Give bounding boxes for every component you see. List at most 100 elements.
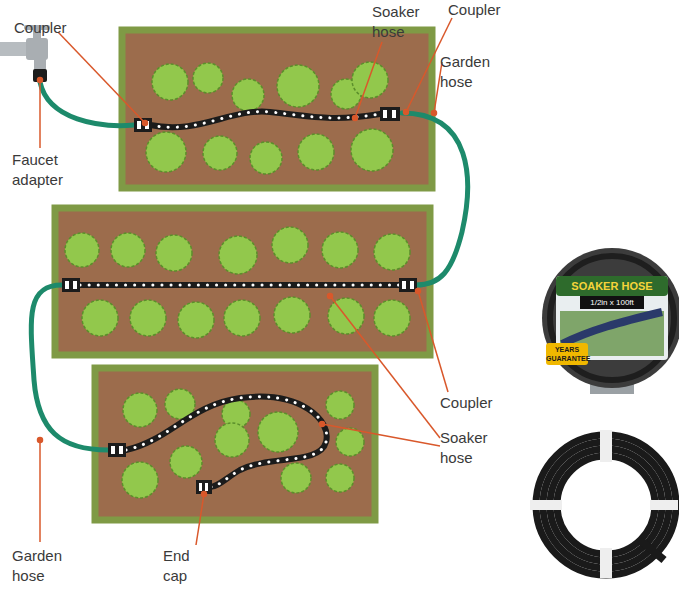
plant: [193, 63, 223, 93]
coiled-hose-photo: [530, 430, 678, 578]
leader-dot: [320, 422, 325, 427]
leader-line: [418, 291, 448, 392]
coupler: [380, 107, 400, 121]
plant: [374, 234, 410, 270]
plant: [326, 464, 354, 492]
plant: [281, 463, 311, 493]
plant: [203, 136, 237, 170]
coupler: [399, 278, 417, 292]
coil-tie: [600, 430, 612, 462]
garden-beds: [55, 30, 432, 520]
soaker-hose: [80, 282, 400, 288]
plant: [65, 233, 99, 267]
plant: [123, 393, 157, 427]
plant: [250, 142, 282, 174]
plant: [170, 446, 202, 478]
soaker-hose: [150, 112, 380, 128]
plant: [130, 300, 166, 336]
plant: [277, 65, 319, 107]
label-strip: [580, 296, 644, 309]
callout-label: End cap: [163, 546, 213, 586]
plant: [272, 227, 308, 263]
couplers: [62, 107, 417, 494]
coil-tie: [650, 500, 678, 510]
product-label-text: SOAKER HOSE: [556, 280, 668, 293]
callout-label: Faucet adapter: [12, 150, 82, 190]
garden-hose: [40, 82, 134, 126]
plant: [258, 412, 298, 452]
plant: [326, 391, 354, 419]
garden-bed: [55, 208, 430, 355]
leader-dot: [38, 438, 43, 443]
plant: [322, 232, 358, 268]
garden-hose: [31, 285, 108, 450]
leader-dot: [328, 294, 333, 299]
plant: [224, 300, 260, 336]
plant: [111, 233, 145, 267]
leader-line: [58, 32, 145, 123]
garden-bed: [95, 368, 375, 520]
callout-label: Coupler: [440, 393, 510, 413]
leader-dot: [143, 121, 148, 126]
plant: [178, 302, 214, 338]
plant: [152, 64, 188, 100]
callout-label: Coupler: [14, 18, 84, 38]
plant: [274, 297, 310, 333]
plant: [215, 423, 249, 457]
coil-tie: [600, 548, 612, 578]
leader-line: [39, 440, 41, 542]
label-banner: [556, 276, 668, 296]
plant: [156, 235, 192, 271]
leader-dot: [38, 78, 43, 83]
leader-dot: [353, 116, 358, 121]
leader-line: [196, 494, 204, 545]
plant: [351, 129, 393, 171]
hose-reel-photo: [542, 248, 679, 394]
plant: [374, 300, 410, 336]
guarantee-badge: [546, 343, 588, 365]
coil-tie: [530, 500, 562, 510]
plant: [146, 132, 186, 172]
callout-label: Garden hose: [12, 546, 72, 586]
pipe: [0, 42, 30, 56]
plant: [298, 134, 334, 170]
soaker-holes: [150, 112, 380, 128]
plant: [219, 236, 257, 274]
plant: [352, 62, 388, 98]
product-label-text: 1/2in x 100ft: [580, 297, 644, 308]
soaker-holes: [126, 397, 327, 487]
leader-lines: [38, 18, 453, 545]
leader-dot: [202, 492, 207, 497]
garden-hose: [402, 113, 468, 285]
leader-dot: [416, 289, 421, 294]
label-hose: [562, 312, 662, 344]
plant: [122, 462, 158, 498]
soaker-hose: [126, 397, 327, 487]
callout-label: Coupler: [448, 0, 518, 20]
plant: [336, 428, 364, 456]
leader-line: [355, 42, 382, 118]
coupler: [62, 278, 80, 292]
faucet-body: [26, 38, 48, 60]
hose-coil: [557, 456, 655, 554]
garden-bed: [122, 30, 432, 188]
leader-line: [322, 424, 440, 446]
faucet-spout: [34, 58, 46, 70]
callout-label: Soaker hose: [372, 2, 422, 42]
reel: [542, 248, 679, 388]
leader-dot: [404, 110, 409, 115]
leader-line: [39, 80, 41, 148]
coupler: [108, 443, 126, 457]
soaker-hoses: [80, 112, 400, 487]
hose-end: [640, 540, 664, 560]
callout-label: Garden hose: [440, 52, 500, 92]
product-label-text: YEARS GUARANTEE: [546, 345, 588, 363]
leader-dot: [432, 111, 437, 116]
callout-label: Soaker hose: [440, 428, 500, 468]
leader-line: [330, 296, 440, 438]
faucet-adapter: [33, 69, 47, 82]
soaker-holes: [80, 284, 400, 287]
plant: [232, 79, 264, 111]
